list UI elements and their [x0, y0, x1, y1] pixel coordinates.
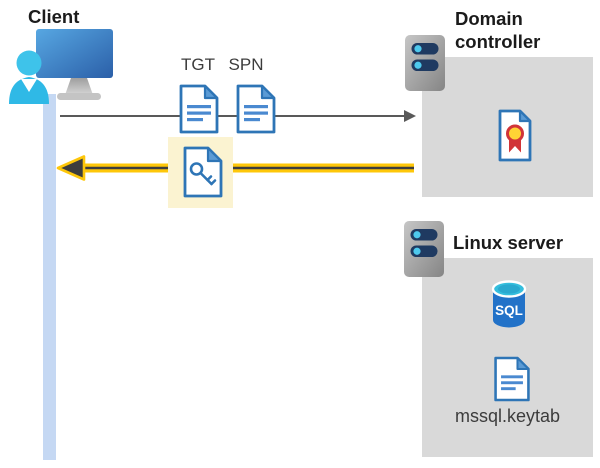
response-arrow-left-highlighted: [56, 155, 414, 181]
spn-document-icon: [236, 84, 276, 134]
sql-badge-text: SQL: [495, 303, 523, 318]
domain-controller-server-icon: [405, 35, 445, 91]
monitor-stand-base: [57, 93, 101, 100]
client-label: Client: [28, 6, 80, 27]
client-workstation-icon: [9, 29, 113, 104]
linux-server-label: Linux server: [453, 232, 564, 253]
sql-database-icon: SQL: [491, 280, 527, 328]
keytab-document-icon: [494, 356, 530, 402]
certificate-icon: [498, 109, 532, 162]
user-collar: [21, 79, 37, 92]
tgt-document-icon: [179, 84, 219, 134]
request-arrow-right: [60, 110, 416, 122]
monitor-stand: [65, 78, 93, 95]
monitor-screen: [36, 29, 113, 78]
spn-label: SPN: [228, 55, 264, 74]
linux-server-icon: [404, 221, 444, 277]
tgt-label: TGT: [181, 55, 215, 74]
domain-controller-label: Domain controller: [455, 8, 541, 52]
keytab-file-label: mssql.keytab: [454, 406, 561, 426]
user-head: [16, 50, 42, 76]
client-timeline-bar: [43, 94, 56, 460]
key-ticket-document-icon: [183, 146, 223, 198]
